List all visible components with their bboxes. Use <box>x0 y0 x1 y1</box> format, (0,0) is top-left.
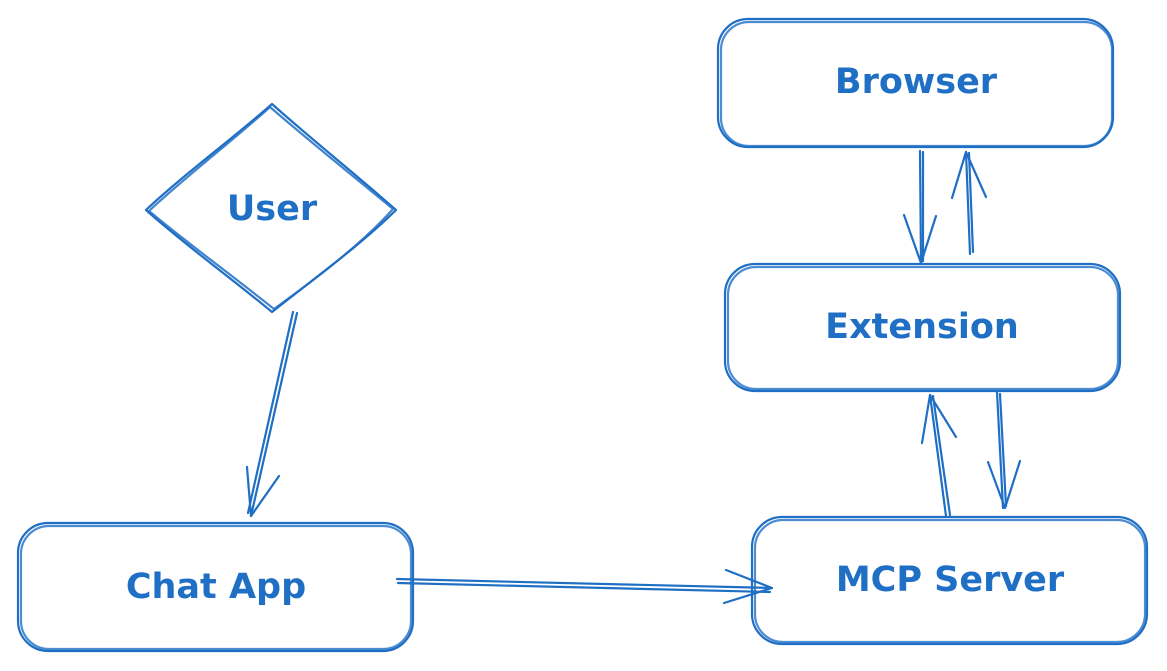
mcp-server-node: MCP Server <box>750 515 1149 646</box>
browser-node: Browser <box>716 17 1115 149</box>
arrow-extension-to-browser <box>950 150 988 256</box>
arrow-chat-app-to-mcp-server <box>395 568 774 605</box>
mcp-server-label: MCP Server <box>836 560 1065 600</box>
arrow-mcp-server-to-extension <box>920 393 958 518</box>
arrow-extension-to-mcp-server <box>986 390 1022 510</box>
chat-app-node: Chat App <box>16 521 415 653</box>
extension-node: Extension <box>723 262 1122 393</box>
arrow-user-to-chat-app <box>245 310 299 518</box>
user-label: User <box>227 189 318 229</box>
chat-app-label: Chat App <box>126 567 306 607</box>
extension-label: Extension <box>825 307 1019 347</box>
user-node: User <box>144 102 398 314</box>
browser-label: Browser <box>835 62 998 102</box>
arrow-browser-to-extension <box>902 149 938 265</box>
